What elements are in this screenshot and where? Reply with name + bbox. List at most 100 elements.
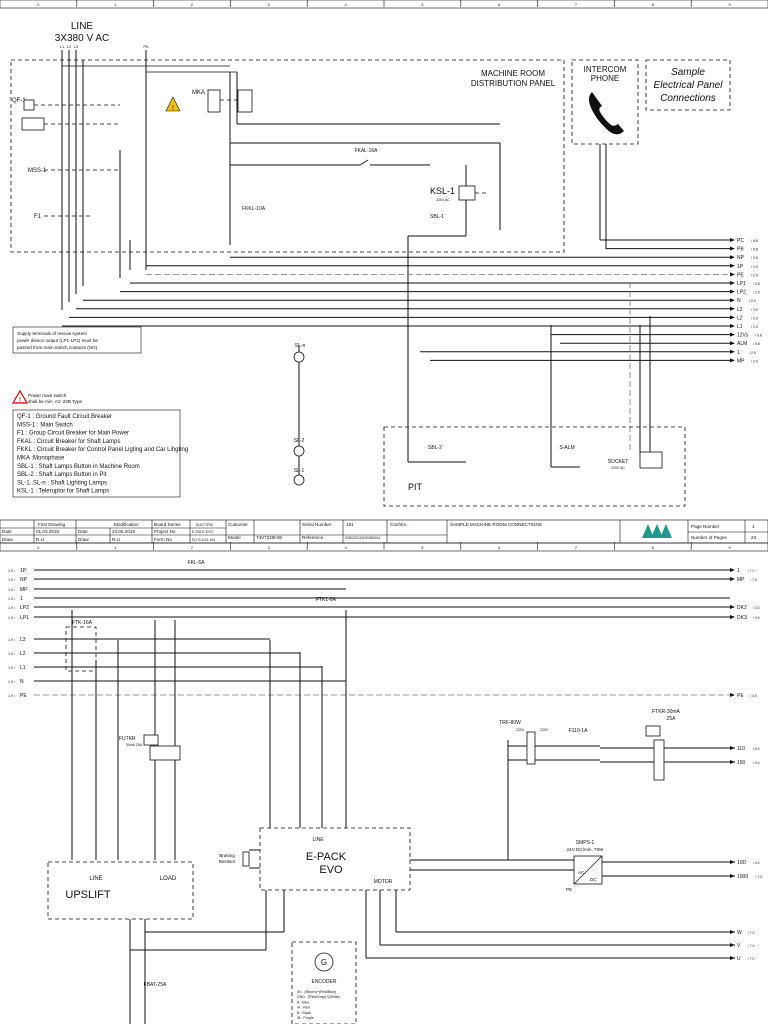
output-label: MP	[737, 577, 745, 583]
tb-first-drawing: First Drawing	[38, 522, 66, 527]
input-label: L1	[20, 665, 26, 671]
legend-item: KSL-1 : Teleruptor for Shaft Lamps	[17, 489, 109, 495]
legend-item: MKA :Monophase	[17, 456, 65, 462]
terminal-label: MP	[737, 358, 745, 364]
fkal-label: FKAL-16A	[354, 148, 378, 154]
sln-label: SL-n	[295, 343, 306, 349]
qf1-label: QF-1	[12, 98, 26, 104]
trf-label: TRF-80W	[499, 720, 521, 726]
terminal-ref: / 2.0	[753, 291, 760, 295]
encoder-motor-icon	[314, 952, 334, 972]
tb-draw-label-2: Draw	[78, 537, 89, 542]
terminal-ref: / 2.0	[753, 282, 760, 286]
output-label: U	[737, 956, 741, 962]
legend-item: F1 : Group Circuit Breaker for Main Powe…	[17, 431, 129, 437]
terminal-label: LP1	[737, 281, 746, 287]
output-ref: / 7.0	[748, 957, 755, 961]
epack-title-2: EVO	[319, 864, 343, 876]
input-ref: 1.9 /	[8, 694, 15, 698]
tb-model-val: 74V7228HW	[256, 535, 283, 540]
input-label: MP	[20, 587, 28, 593]
tb-reference: Reference	[302, 535, 324, 540]
terminal-label: 1	[737, 350, 740, 356]
fkkl-label: FKKL-10A	[242, 206, 266, 212]
intercom-title-1: INTERCOM	[584, 65, 627, 74]
machine-room-panel	[10, 59, 565, 253]
line-voltage: 3X380 V AC	[55, 33, 109, 44]
machine-room-title-2: DISTRIBUTION PANEL	[471, 79, 556, 88]
terminal-ref: / 9.8	[751, 239, 758, 243]
svg-text:G: G	[321, 958, 327, 967]
output-label: DK3	[737, 615, 747, 621]
legend-item: MSS-1 : Main Switch	[17, 422, 73, 428]
terminal-ref: / 9.8	[753, 342, 760, 346]
input-ref: 1.9 /	[8, 569, 15, 573]
futkr-rating: 30mA 25A	[126, 743, 143, 747]
tb-date2: 24.05.2019	[112, 529, 135, 534]
ruler-label: 0	[37, 545, 40, 550]
output-label: W	[737, 930, 742, 936]
svg-text:PE: PE	[143, 44, 149, 49]
input-ref: 1.9 /	[8, 578, 15, 582]
output-label: PE	[737, 693, 744, 699]
output-ref: / 9.0	[753, 761, 760, 765]
svg-text:!: !	[19, 397, 21, 404]
output-label: 1000	[737, 874, 748, 880]
input-label: NP	[20, 577, 28, 583]
terminal-label: PC	[737, 238, 744, 244]
machine-room-title-1: MACHINE ROOM	[481, 69, 545, 78]
smps-pe: PE	[566, 887, 572, 892]
terminal-label: 12Vs	[737, 333, 749, 339]
tb-draw1: R.U	[36, 537, 44, 542]
terminal-label: L3	[737, 307, 743, 313]
upslift-box	[47, 861, 194, 920]
terminal-ref: / 2.0	[749, 299, 756, 303]
ruler-label: 2	[191, 2, 194, 7]
ksl1-label: KSL-1	[430, 186, 455, 196]
tb-model: Model	[228, 535, 241, 540]
ksl1-rating: 220V AC	[436, 198, 450, 202]
terminal-lines: PC/ 9.8PB/ 9.8NP/ 2.01P/ 2.0PE/ 2.0LP1/ …	[62, 144, 762, 452]
company-logo-icon	[642, 524, 672, 538]
terminal-ref: / 2.0	[751, 256, 758, 260]
svg-text:L2: L2	[67, 44, 72, 49]
legend-item: FKKL : Circuit Breaker for Control Panel…	[17, 447, 188, 453]
input-ref: 1.9 /	[8, 680, 15, 684]
input-ref: 1.9 /	[8, 597, 15, 601]
terminal-ref: / 2.0	[751, 273, 758, 277]
sl1-label: SL-1	[294, 468, 305, 474]
ksl1-coil	[458, 185, 476, 201]
encoder-note: 5V : (Brown)+(Red/Blue)	[297, 990, 336, 994]
ftk16-label: FTK-16A	[72, 620, 93, 626]
lamp-sl1	[293, 474, 305, 486]
ruler-label: 2	[191, 545, 194, 550]
legend-item: FKAL : Circuit Breaker for Shaft Lamps	[17, 439, 120, 445]
output-label: V	[737, 943, 741, 949]
encoder-notes: 5V : (Brown)+(Red/Blue)GND : (Pink/Gray)…	[297, 990, 340, 1020]
ruler-label: 4	[344, 545, 347, 550]
warning-note-1: Power main switch	[28, 393, 67, 398]
ruler-label: 1	[114, 2, 117, 7]
mka-label: MKA	[192, 90, 205, 96]
terminal-label: NP	[737, 255, 745, 261]
input-label: L3	[20, 637, 26, 643]
transformer	[526, 731, 536, 765]
tb-date-label: Date	[2, 529, 12, 534]
encoder-note: /A : Red	[297, 1006, 310, 1010]
input-label: LP2	[20, 605, 29, 611]
ruler-label: 7	[575, 545, 578, 550]
ups-line-label: LINE	[89, 876, 102, 882]
legend-item: SBL-1 : Shaft Lamps Button in Machine Ro…	[17, 464, 140, 470]
ruler-label: 3	[268, 545, 271, 550]
intercom-box	[571, 59, 639, 145]
smps-ac: AC	[578, 870, 585, 875]
output-ref: / 7.0	[755, 875, 762, 879]
mka-breaker	[207, 89, 221, 113]
input-ref: 1.9 /	[8, 652, 15, 656]
sample-title-3: Connections	[660, 93, 716, 104]
braking-label-1: Braking	[219, 853, 235, 858]
